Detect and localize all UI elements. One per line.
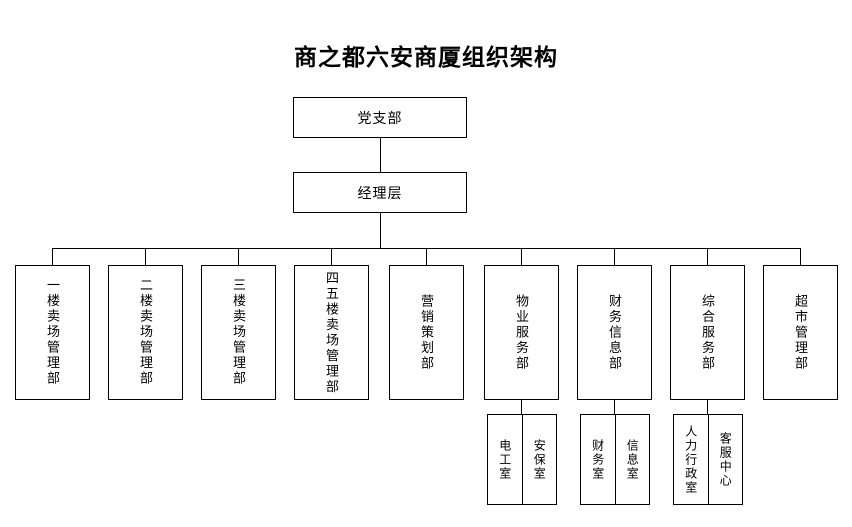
node-accounting-room[interactable]: 财务室 bbox=[581, 415, 616, 504]
node-property-service[interactable]: 物业服务部 bbox=[484, 265, 559, 400]
connector-drop-supermarket bbox=[800, 248, 801, 265]
node-floor3-sales-management-label: 三楼卖场管理部 bbox=[231, 278, 246, 387]
node-customer-service-center[interactable]: 客服中心 bbox=[709, 415, 743, 504]
connector-drop-floor45 bbox=[331, 248, 332, 265]
node-general-service[interactable]: 综合服务部 bbox=[670, 265, 745, 400]
node-general-service-label: 综合服务部 bbox=[700, 293, 715, 372]
connector-party-to-management bbox=[380, 138, 381, 172]
connector-drop-floor2 bbox=[145, 248, 146, 265]
node-party-branch[interactable]: 党支部 bbox=[293, 97, 467, 138]
connector-drop-general bbox=[707, 248, 708, 265]
node-marketing-planning[interactable]: 营销策划部 bbox=[389, 265, 464, 400]
node-party-branch-label: 党支部 bbox=[357, 109, 403, 126]
connector-general-to-subunits bbox=[707, 400, 708, 414]
node-security-room[interactable]: 安保室 bbox=[523, 415, 557, 504]
node-management-label: 经理层 bbox=[357, 184, 403, 201]
page-title: 商之都六安商厦组织架构 bbox=[294, 45, 558, 70]
node-accounting-room-label: 财务室 bbox=[590, 438, 605, 481]
node-floor2-sales-management-label: 二楼卖场管理部 bbox=[138, 278, 153, 387]
subgroup-finance-units: 财务室 信息室 bbox=[580, 414, 650, 505]
connector-management-drop bbox=[380, 213, 381, 248]
node-security-room-label: 安保室 bbox=[532, 438, 547, 481]
connector-drop-finance bbox=[614, 248, 615, 265]
node-finance-information[interactable]: 财务信息部 bbox=[577, 265, 652, 400]
subgroup-property-units: 电工室 安保室 bbox=[487, 414, 557, 505]
node-floor1-sales-management-label: 一楼卖场管理部 bbox=[45, 278, 60, 387]
node-finance-information-label: 财务信息部 bbox=[607, 293, 622, 372]
connector-property-to-subunits bbox=[521, 400, 522, 414]
node-hr-administration-room[interactable]: 人力行政室 bbox=[674, 415, 709, 504]
node-electrician-room-label: 电工室 bbox=[497, 438, 512, 481]
node-property-service-label: 物业服务部 bbox=[514, 293, 529, 372]
connector-drop-floor1 bbox=[52, 248, 53, 265]
node-information-room[interactable]: 信息室 bbox=[616, 415, 650, 504]
connector-drop-property bbox=[521, 248, 522, 265]
node-customer-service-center-label: 客服中心 bbox=[718, 431, 733, 488]
connector-finance-to-subunits bbox=[614, 400, 615, 414]
node-electrician-room[interactable]: 电工室 bbox=[488, 415, 523, 504]
node-information-room-label: 信息室 bbox=[625, 438, 640, 481]
node-floor1-sales-management[interactable]: 一楼卖场管理部 bbox=[15, 265, 90, 400]
node-floor45-sales-management[interactable]: 四五楼卖场管理部 bbox=[294, 265, 369, 400]
node-hr-administration-room-label: 人力行政室 bbox=[683, 424, 698, 495]
subgroup-general-units: 人力行政室 客服中心 bbox=[673, 414, 743, 505]
node-floor2-sales-management[interactable]: 二楼卖场管理部 bbox=[108, 265, 183, 400]
node-floor45-sales-management-label: 四五楼卖场管理部 bbox=[324, 270, 339, 395]
node-supermarket-management[interactable]: 超市管理部 bbox=[763, 265, 838, 400]
connector-drop-floor3 bbox=[238, 248, 239, 265]
node-floor3-sales-management[interactable]: 三楼卖场管理部 bbox=[201, 265, 276, 400]
node-marketing-planning-label: 营销策划部 bbox=[419, 293, 434, 372]
node-management[interactable]: 经理层 bbox=[293, 172, 467, 213]
connector-drop-marketing bbox=[426, 248, 427, 265]
node-supermarket-management-label: 超市管理部 bbox=[793, 293, 808, 372]
